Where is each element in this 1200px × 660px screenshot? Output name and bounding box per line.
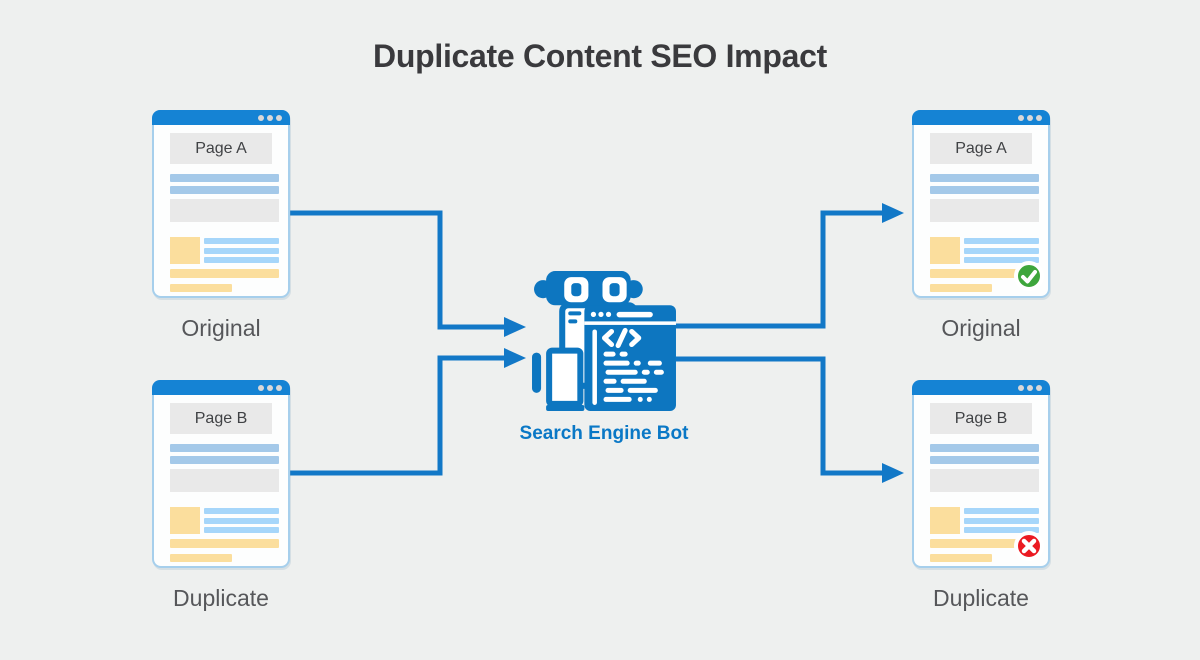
window-dot-icon — [1018, 384, 1024, 391]
text-line-blue — [170, 174, 279, 182]
page-label: Duplicate — [933, 585, 1029, 611]
window-dot-icon — [1036, 384, 1042, 391]
page-title-box: Page A — [170, 133, 272, 164]
text-line-blue — [204, 247, 279, 254]
mini-text-lines — [964, 507, 1039, 534]
window-dot-icon — [258, 384, 264, 391]
text-line-yellow — [170, 554, 232, 562]
check-badge — [1014, 261, 1044, 291]
page-title-text: Page A — [955, 139, 1007, 157]
window-dot-icon — [1036, 114, 1042, 121]
page-title-text: Page A — [195, 139, 247, 157]
page-label: Original — [181, 315, 261, 341]
mini-text-lines — [964, 237, 1039, 264]
text-line-blue — [964, 508, 1039, 514]
text-line-blue — [964, 517, 1039, 524]
text-line-yellow — [170, 284, 232, 292]
text-line-blue — [964, 527, 1039, 533]
bot-label: Search Engine Bot — [519, 423, 689, 444]
page-card-group-original-input: Page A Original — [152, 110, 290, 342]
text-line-blue — [170, 456, 279, 464]
text-line-blue — [930, 444, 1039, 452]
search-engine-bot-icon — [532, 271, 676, 411]
text-line-blue — [930, 186, 1039, 194]
media-row — [170, 507, 279, 534]
browser-window-card: Page B — [912, 380, 1050, 568]
text-line-blue — [964, 247, 1039, 254]
browser-window-card: Page A — [152, 110, 290, 298]
browser-window-card: Page A — [912, 110, 1050, 298]
mini-text-lines — [204, 507, 279, 534]
check-icon — [1021, 270, 1037, 284]
text-line-yellow — [930, 539, 1039, 548]
page-card-group-duplicate-output: Page B — [912, 380, 1050, 612]
text-line-blue — [170, 186, 279, 194]
thumbnail-yellow — [170, 237, 200, 264]
page-content: Page A — [930, 133, 1039, 292]
browser-window-card: Page B — [152, 380, 290, 568]
arrow-bot-to-duplicate — [676, 356, 904, 483]
arrow-duplicate-to-bot — [290, 348, 526, 476]
page-label: Duplicate — [173, 585, 269, 611]
media-row — [170, 237, 279, 264]
text-line-blue — [204, 527, 279, 533]
arrow-bot-to-original — [676, 203, 904, 329]
text-line-yellow — [930, 269, 1039, 278]
text-line-blue — [204, 238, 279, 244]
diagram-title: Duplicate Content SEO Impact — [373, 38, 827, 74]
page-card-group-original-output: Page A — [912, 110, 1050, 342]
page-content: Page B — [930, 403, 1039, 562]
cross-badge — [1014, 531, 1044, 561]
text-line-yellow — [170, 539, 279, 548]
media-row — [930, 507, 1039, 534]
window-dot-icon — [267, 114, 273, 121]
text-line-blue — [170, 444, 279, 452]
window-dot-icon — [1027, 114, 1033, 121]
browser-titlebar — [152, 380, 290, 395]
window-dot-icon — [1027, 384, 1033, 391]
search-engine-bot: Search Engine Bot — [509, 264, 699, 445]
window-dot-icon — [258, 114, 264, 121]
arrow-original-to-bot — [290, 210, 526, 337]
media-row — [930, 237, 1039, 264]
text-line-blue — [930, 174, 1039, 182]
text-line-yellow — [930, 554, 992, 562]
text-line-yellow — [170, 269, 279, 278]
text-line-blue — [930, 456, 1039, 464]
cross-icon — [1021, 538, 1037, 554]
page-title-box: Page B — [170, 403, 272, 434]
page-content: Page A — [170, 133, 279, 292]
window-dot-icon — [276, 384, 282, 391]
page-title-text: Page B — [954, 409, 1008, 427]
window-dot-icon — [276, 114, 282, 121]
content-block-gray — [170, 469, 279, 492]
browser-titlebar — [912, 380, 1050, 395]
text-line-blue — [204, 508, 279, 514]
page-content: Page B — [170, 403, 279, 562]
text-line-yellow — [930, 284, 992, 292]
page-card-group-duplicate-input: Page B Duplicate — [152, 380, 290, 612]
browser-titlebar — [152, 110, 290, 125]
page-title-box: Page A — [930, 133, 1032, 164]
thumbnail-yellow — [930, 507, 960, 534]
window-dot-icon — [267, 384, 273, 391]
page-title-text: Page B — [194, 409, 248, 427]
content-block-gray — [930, 199, 1039, 222]
thumbnail-yellow — [170, 507, 200, 534]
text-line-blue — [204, 517, 279, 524]
mini-text-lines — [204, 237, 279, 264]
text-line-blue — [204, 257, 279, 263]
text-line-blue — [964, 238, 1039, 244]
page-title-box: Page B — [930, 403, 1032, 434]
window-dot-icon — [1018, 114, 1024, 121]
browser-titlebar — [912, 110, 1050, 125]
content-block-gray — [930, 469, 1039, 492]
page-label: Original — [941, 315, 1021, 341]
text-line-blue — [964, 257, 1039, 263]
thumbnail-yellow — [930, 237, 960, 264]
content-block-gray — [170, 199, 279, 222]
